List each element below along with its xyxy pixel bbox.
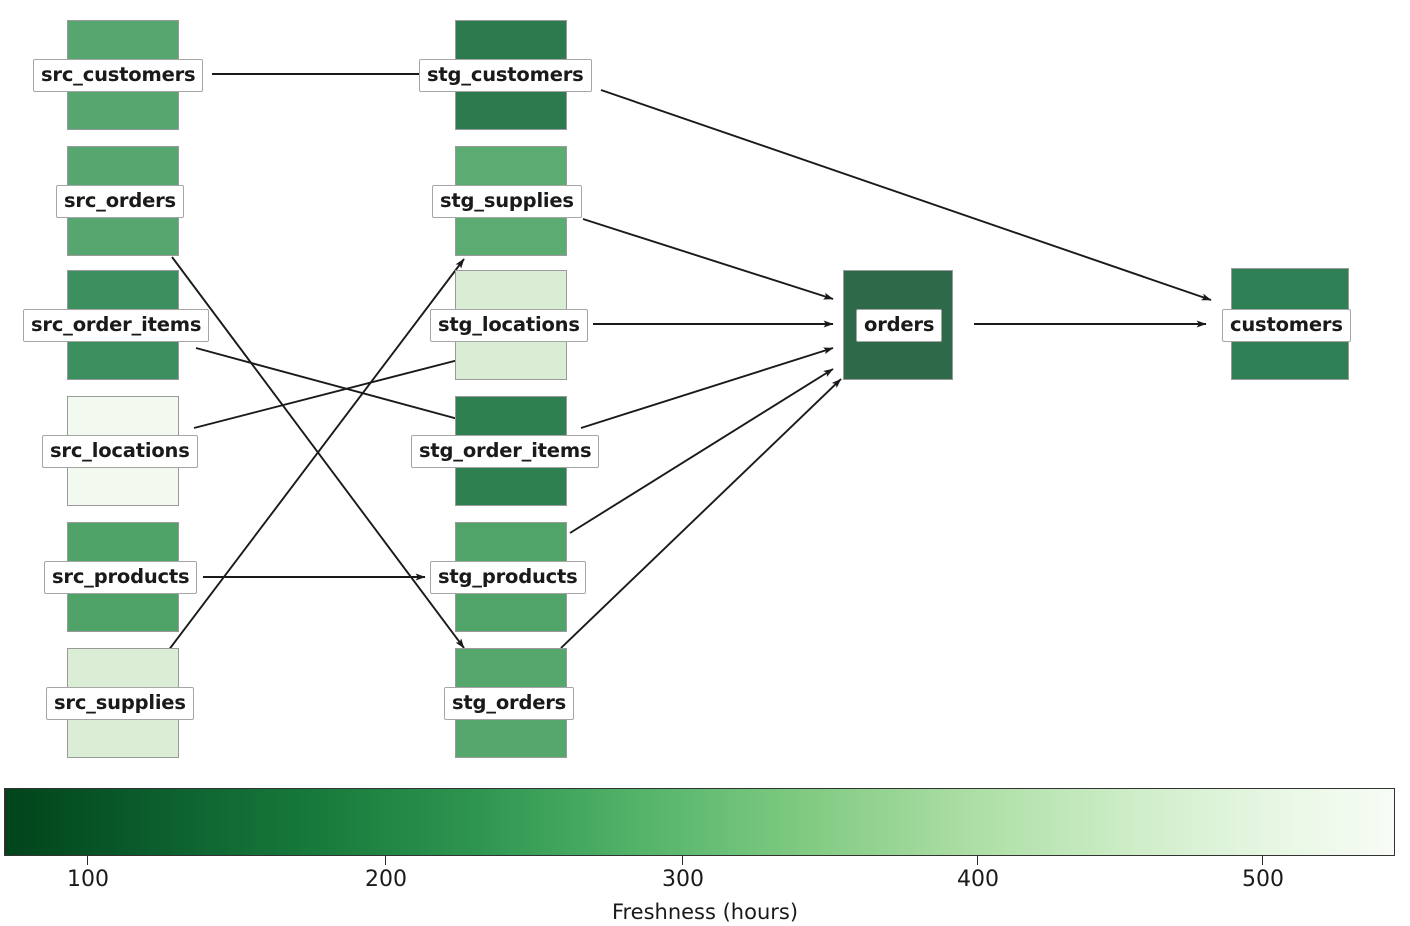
node-label-stg_order_items[interactable]: stg_order_items <box>411 435 600 468</box>
edge-stg_customers-customers <box>600 89 1212 301</box>
colorbar-ticklabel-200: 200 <box>365 867 407 892</box>
edge-stg_order_items-orders <box>580 347 834 429</box>
graph-canvas: src_customers src_orders src_order_items… <box>23 20 1351 758</box>
node-label-stg_locations[interactable]: stg_locations <box>430 309 588 342</box>
node-label-orders[interactable]: orders <box>856 309 943 342</box>
colorbar-tick-500 <box>1262 856 1264 865</box>
colorbar-ticklabel-500: 500 <box>1242 867 1284 892</box>
node-label-stg_supplies[interactable]: stg_supplies <box>432 185 582 218</box>
colorbar-ticklabel-100: 100 <box>67 867 109 892</box>
node-label-stg_orders[interactable]: stg_orders <box>444 687 575 720</box>
edge-stg_supplies-orders <box>582 218 834 300</box>
node-label-src_locations[interactable]: src_locations <box>42 435 198 468</box>
edge-layer <box>167 73 1212 652</box>
node-label-src_customers[interactable]: src_customers <box>33 59 204 92</box>
colorbar-tick-200 <box>385 856 387 865</box>
node-label-customers[interactable]: customers <box>1222 309 1351 342</box>
node-label-stg_customers[interactable]: stg_customers <box>419 59 592 92</box>
colorbar-tick-100 <box>87 856 89 865</box>
colorbar: 100 200 300 400 500 Freshness (hours) <box>0 780 1410 926</box>
colorbar-gradient <box>4 788 1395 856</box>
edge-stg_products-orders <box>569 368 834 534</box>
node-label-src_supplies[interactable]: src_supplies <box>46 687 194 720</box>
colorbar-ticklabel-400: 400 <box>957 867 999 892</box>
node-label-src_orders[interactable]: src_orders <box>56 185 184 218</box>
colorbar-axis-label: Freshness (hours) <box>611 900 799 924</box>
colorbar-ticklabel-300: 300 <box>662 867 704 892</box>
node-label-src_products[interactable]: src_products <box>44 561 198 594</box>
colorbar-tick-400 <box>977 856 979 865</box>
node-label-src_order_items[interactable]: src_order_items <box>23 309 210 342</box>
colorbar-tick-300 <box>682 856 684 865</box>
edge-stg_orders-orders <box>560 378 842 649</box>
node-label-stg_products[interactable]: stg_products <box>430 561 586 594</box>
